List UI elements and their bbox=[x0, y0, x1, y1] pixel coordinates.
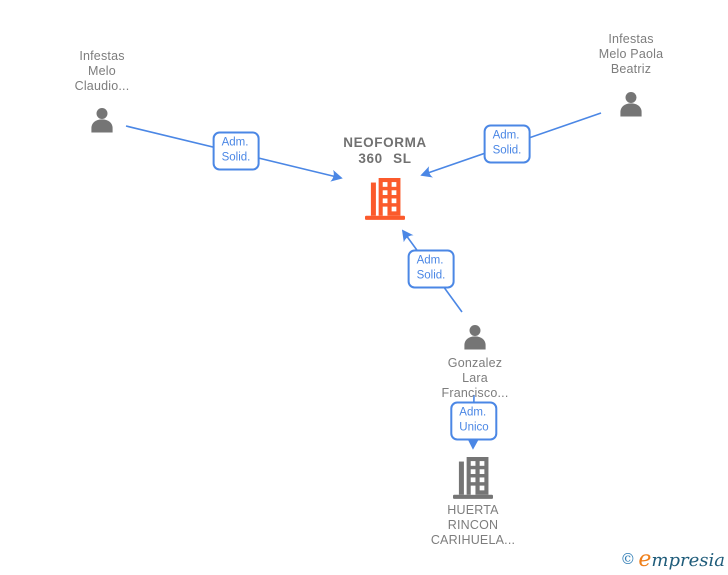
edge-paola-neoforma-label[interactable]: Adm.Solid. bbox=[483, 124, 531, 164]
person-infestas-melo-claudio-icon[interactable] bbox=[89, 107, 116, 133]
person-icon bbox=[620, 92, 642, 117]
person-infestas-melo-paola-icon[interactable] bbox=[618, 91, 645, 117]
edge-gonzalez-huerta-label[interactable]: Adm.Unico bbox=[450, 401, 498, 441]
company-neoforma-360-sl-icon[interactable] bbox=[365, 176, 405, 220]
edge-gonzalez-neoforma-label[interactable]: Adm.Solid. bbox=[407, 249, 455, 289]
empresia-logo-initial: e bbox=[638, 547, 652, 572]
edge-claudio-neoforma-label[interactable]: Adm.Solid. bbox=[212, 131, 260, 171]
empresia-logo-text: mpresia bbox=[651, 550, 725, 571]
copyright-symbol-icon: © bbox=[620, 550, 636, 568]
building-icon bbox=[365, 178, 405, 220]
person-gonzalez-lara-francisco-icon[interactable] bbox=[462, 324, 489, 350]
building-icon bbox=[453, 457, 493, 499]
person-icon bbox=[91, 108, 113, 133]
empresia-watermark: ©empresia bbox=[620, 547, 725, 572]
person-icon bbox=[464, 325, 486, 350]
company-huerta-rincon-carihuela-icon[interactable] bbox=[453, 455, 493, 499]
